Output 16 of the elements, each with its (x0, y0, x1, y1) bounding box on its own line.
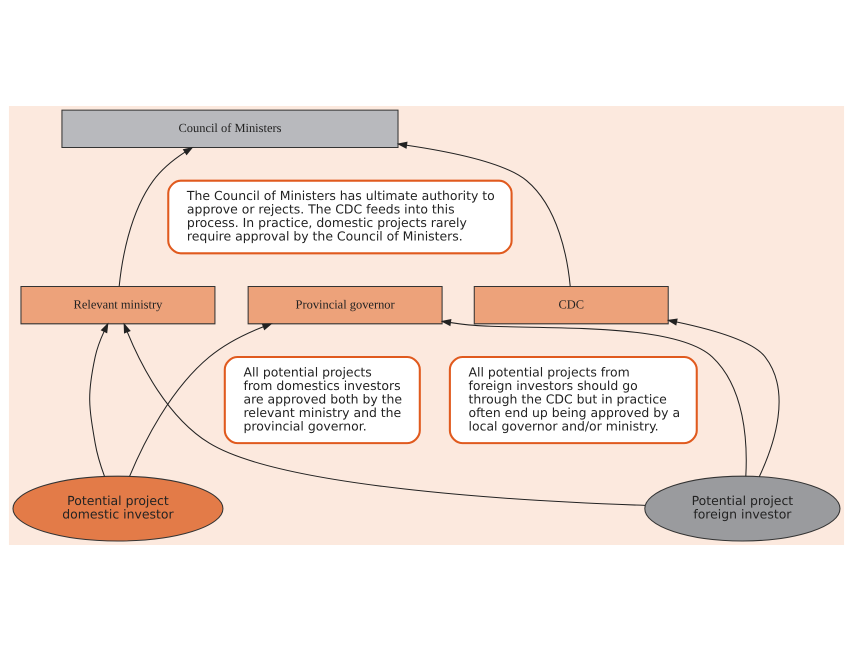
arrow (666, 318, 780, 476)
arrow (89, 322, 108, 476)
node-ellipse: Potential project domestic investor (12, 475, 224, 541)
node-box: Council of Ministers (61, 109, 399, 148)
arrow (440, 318, 747, 476)
arrow (118, 146, 194, 286)
node-box: All potential projects from domestics investors are approved both by the relevant ministry and the provincial governor. (224, 355, 421, 444)
arrow (129, 322, 273, 476)
node-box: CDC (474, 285, 669, 324)
arrow (124, 322, 646, 506)
arrow (396, 141, 571, 286)
node-box: The Council of Ministers has ultimate authority to approve or rejects. The CDC feeds into this process. In practice, domestic projects rarely require approval by the Council of Ministers. (167, 179, 513, 254)
node-box: Relevant ministry (20, 285, 216, 324)
node-box: All potential projects from foreign investors should go through the CDC but in practice often end up being approved by a local governor and/or ministry. (448, 355, 698, 444)
node-box: Provincial governor (248, 285, 443, 324)
node-ellipse: Potential project foreign investor (644, 475, 840, 541)
